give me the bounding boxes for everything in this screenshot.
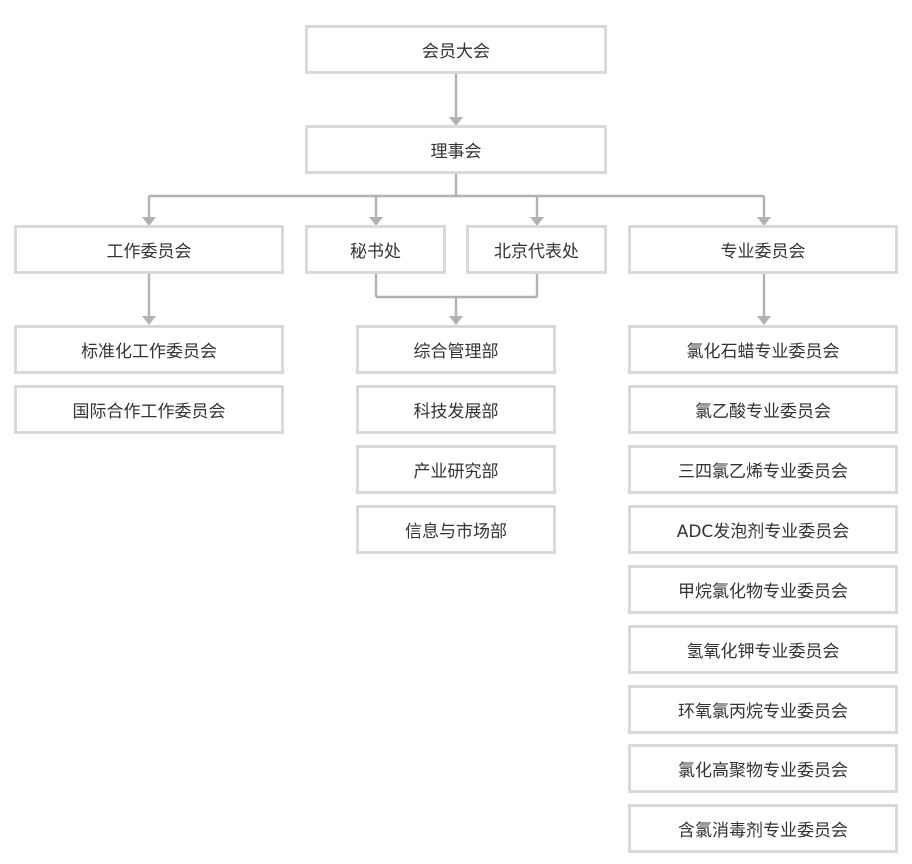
professional-committee-item: 氢氧化钾专业委员会: [628, 625, 898, 674]
general-management-dept-node: 综合管理部: [356, 325, 556, 374]
professional-committee-item: 氯化高聚物专业委员会: [628, 744, 898, 793]
arrowhead: [757, 217, 771, 226]
international-cooperation-committee-node: 国际合作工作委员会: [14, 385, 284, 434]
arrowhead: [142, 316, 156, 325]
professional-committee-item: 氯乙酸专业委员会: [628, 385, 898, 434]
professional-committee-item: 甲烷氯化物专业委员会: [628, 565, 898, 614]
industry-research-dept-node: 产业研究部: [356, 445, 556, 494]
beijing-office-node: 北京代表处: [466, 225, 607, 274]
arrowheads: [142, 117, 771, 325]
council-node: 理事会: [305, 125, 607, 174]
professional-committee-item: 氯化石蜡专业委员会: [628, 325, 898, 374]
professional-committee-item: ADC发泡剂专业委员会: [628, 505, 898, 554]
general-assembly-node: 会员大会: [305, 25, 607, 74]
connector-wires: [147, 73, 766, 317]
professional-committees-node: 专业委员会: [628, 225, 898, 274]
working-committees-node: 工作委员会: [14, 225, 284, 274]
tech-development-dept-node: 科技发展部: [356, 385, 556, 434]
arrowhead: [142, 217, 156, 226]
arrowhead: [449, 316, 463, 325]
info-market-dept-node: 信息与市场部: [356, 505, 556, 554]
secretariat-node: 秘书处: [305, 225, 446, 274]
arrowhead: [757, 316, 771, 325]
standardization-committee-node: 标准化工作委员会: [14, 325, 284, 374]
professional-committee-item: 含氯消毒剂专业委员会: [628, 804, 898, 853]
professional-committee-item: 环氧氯丙烷专业委员会: [628, 685, 898, 734]
arrowhead: [449, 117, 463, 126]
arrowhead: [530, 217, 544, 226]
professional-committee-item: 三四氯乙烯专业委员会: [628, 445, 898, 494]
arrowhead: [369, 217, 383, 226]
